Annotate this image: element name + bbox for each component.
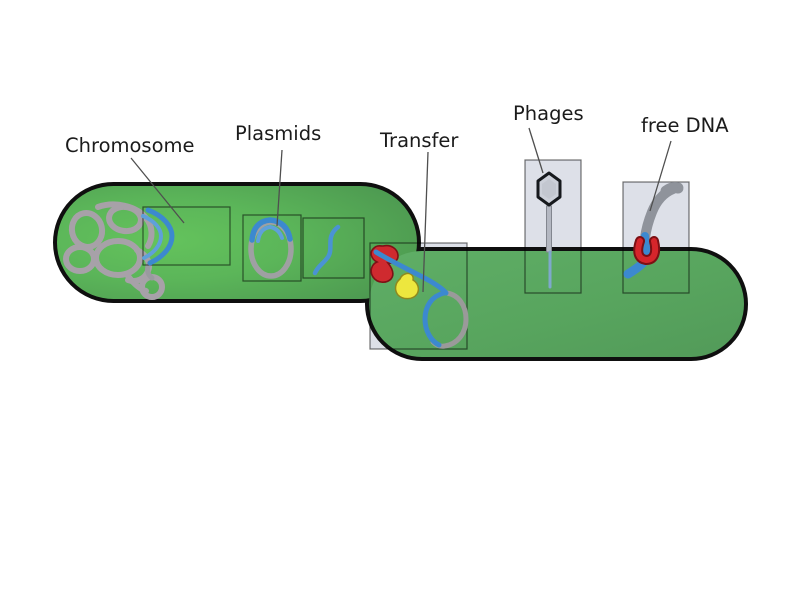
- free-dna-strand-icon: [640, 184, 678, 243]
- chromosome-box: [142, 206, 231, 266]
- transfer-strand: [373, 249, 449, 296]
- label-free-dna: free DNA: [641, 114, 729, 137]
- leader-line-phages: [528, 127, 544, 174]
- leader-line-free-dna: [649, 140, 672, 212]
- leader-lines: [130, 127, 672, 293]
- label-plasmids: Plasmids: [235, 122, 321, 145]
- chromosome-segment-arcs: [141, 207, 175, 266]
- label-transfer: Transfer: [379, 129, 459, 152]
- leader-line-chromosome: [130, 157, 185, 224]
- membrane-receptor-icon: [635, 238, 659, 264]
- phage-tail: [546, 205, 552, 253]
- phage-box: [524, 159, 582, 294]
- leader-line-transfer: [422, 151, 429, 293]
- plasmid-box: [242, 214, 302, 282]
- transfer-strand-new: [422, 290, 447, 348]
- plasmid-squiggle-box: [302, 217, 365, 279]
- dna-squiggle-icon: [312, 224, 341, 276]
- incoming-dna-upper: [641, 232, 651, 256]
- labels: Chromosome Plasmids Transfer Phages free…: [65, 102, 729, 157]
- incoming-dna-lower: [623, 258, 648, 279]
- leader-line-plasmids: [276, 149, 283, 227]
- phage-icon: [536, 171, 562, 289]
- label-phages: Phages: [513, 102, 584, 125]
- cell-right: [369, 251, 744, 357]
- vesicle-icon: [394, 272, 420, 300]
- free-dna-box: [622, 181, 690, 294]
- free-dna-group: [623, 182, 684, 279]
- transfer-box: [369, 242, 468, 350]
- phage-head-shade: [542, 179, 556, 199]
- transfer-group: [370, 244, 469, 349]
- label-chromosome: Chromosome: [65, 134, 195, 157]
- plasmid-ring-icon: [248, 217, 294, 279]
